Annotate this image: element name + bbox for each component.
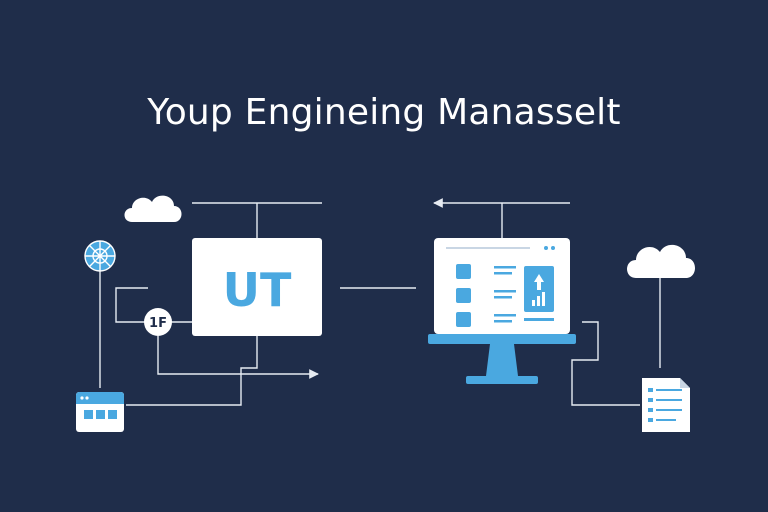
connector-left-loop: [115, 287, 148, 323]
connector-ut-bottom: [126, 336, 258, 406]
ut-card: UT: [192, 238, 322, 336]
network-globe-icon: [84, 240, 116, 272]
small-node: 1F: [144, 308, 172, 336]
monitor-list: [456, 264, 516, 327]
ut-card-label: UT: [223, 263, 292, 317]
connectors: [99, 198, 661, 406]
monitor-icon: [428, 238, 576, 384]
monitor-chart-card: [524, 266, 554, 321]
connector-small-node-down: [157, 336, 319, 379]
browser-window-icon: [76, 392, 124, 432]
page-title: Youp Engineing Manasselt: [147, 92, 621, 133]
small-node-label: 1F: [149, 316, 167, 331]
document-icon: [642, 378, 690, 432]
connector-monitor-right: [571, 321, 640, 406]
cloud-icon: [627, 244, 695, 278]
cloud-icon: [124, 195, 182, 222]
